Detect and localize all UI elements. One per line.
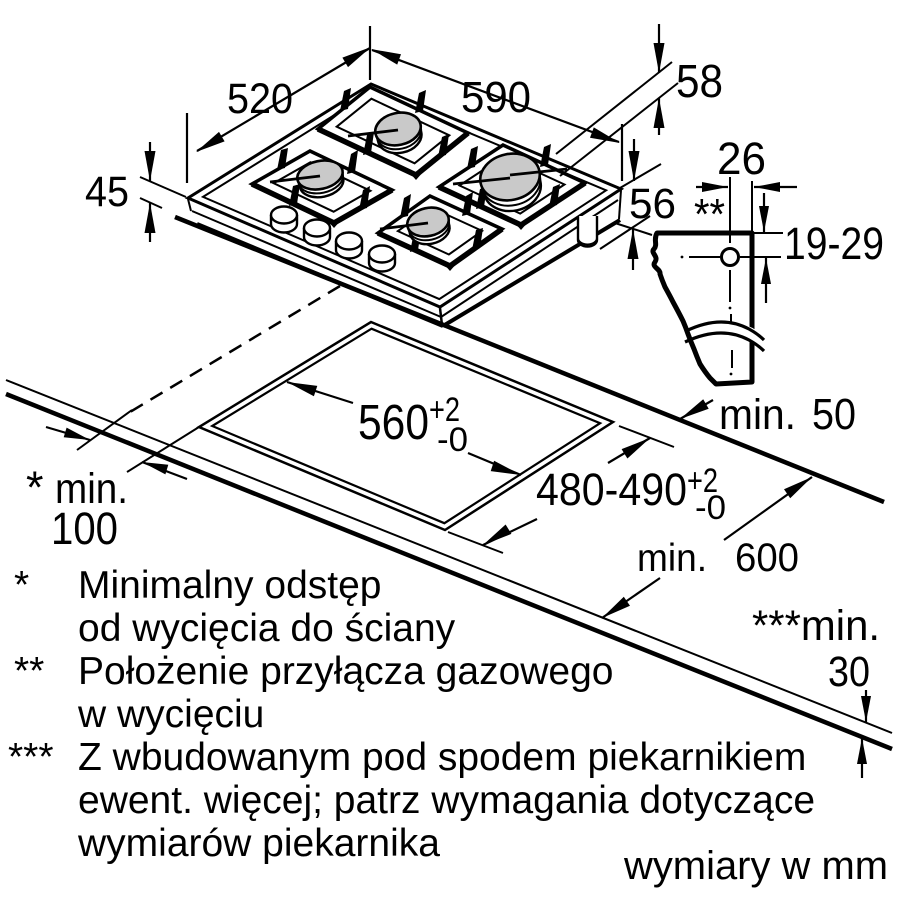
svg-text:***: *** (8, 736, 54, 779)
svg-text:Minimalny odstęp: Minimalny odstęp (78, 564, 381, 607)
svg-text:Położenie przyłącza gazowego: Położenie przyłącza gazowego (78, 650, 614, 693)
svg-text:30: 30 (828, 648, 870, 696)
svg-text:min.: min. (719, 391, 796, 439)
svg-text:600: 600 (735, 536, 799, 580)
svg-text:+2: +2 (687, 462, 718, 500)
svg-text:19-29: 19-29 (784, 218, 884, 269)
svg-text:480-490: 480-490 (536, 464, 687, 515)
svg-text:56: 56 (629, 180, 676, 228)
svg-text:-0: -0 (695, 489, 726, 527)
svg-text:*: * (14, 564, 29, 607)
svg-text:560: 560 (358, 396, 429, 450)
svg-text:min.: min. (55, 465, 128, 513)
svg-text:***min.: ***min. (752, 602, 880, 650)
svg-text:wymiary w mm: wymiary w mm (623, 844, 888, 888)
svg-text:**: ** (694, 190, 725, 239)
svg-text:+2: +2 (429, 391, 460, 429)
svg-text:*: * (26, 462, 44, 513)
svg-text:Z wbudowanym pod spodem piekar: Z wbudowanym pod spodem piekarnikiem (78, 736, 806, 779)
svg-text:ewent. więcej; patrz wymagania: ewent. więcej; patrz wymagania dotyczące (78, 779, 815, 822)
svg-text:26: 26 (717, 133, 766, 184)
svg-text:-0: -0 (437, 421, 468, 459)
svg-text:58: 58 (676, 55, 723, 107)
svg-text:100: 100 (51, 503, 118, 554)
svg-text:min.: min. (637, 537, 707, 580)
svg-text:od wycięcia do ściany: od wycięcia do ściany (78, 607, 456, 650)
svg-text:w wycięciu: w wycięciu (77, 693, 264, 736)
svg-text:520: 520 (227, 75, 293, 123)
svg-text:45: 45 (85, 168, 129, 216)
svg-text:**: ** (14, 650, 44, 693)
svg-text:50: 50 (812, 390, 856, 439)
svg-text:wymiarów piekarnika: wymiarów piekarnika (77, 822, 440, 865)
svg-text:590: 590 (461, 73, 531, 122)
